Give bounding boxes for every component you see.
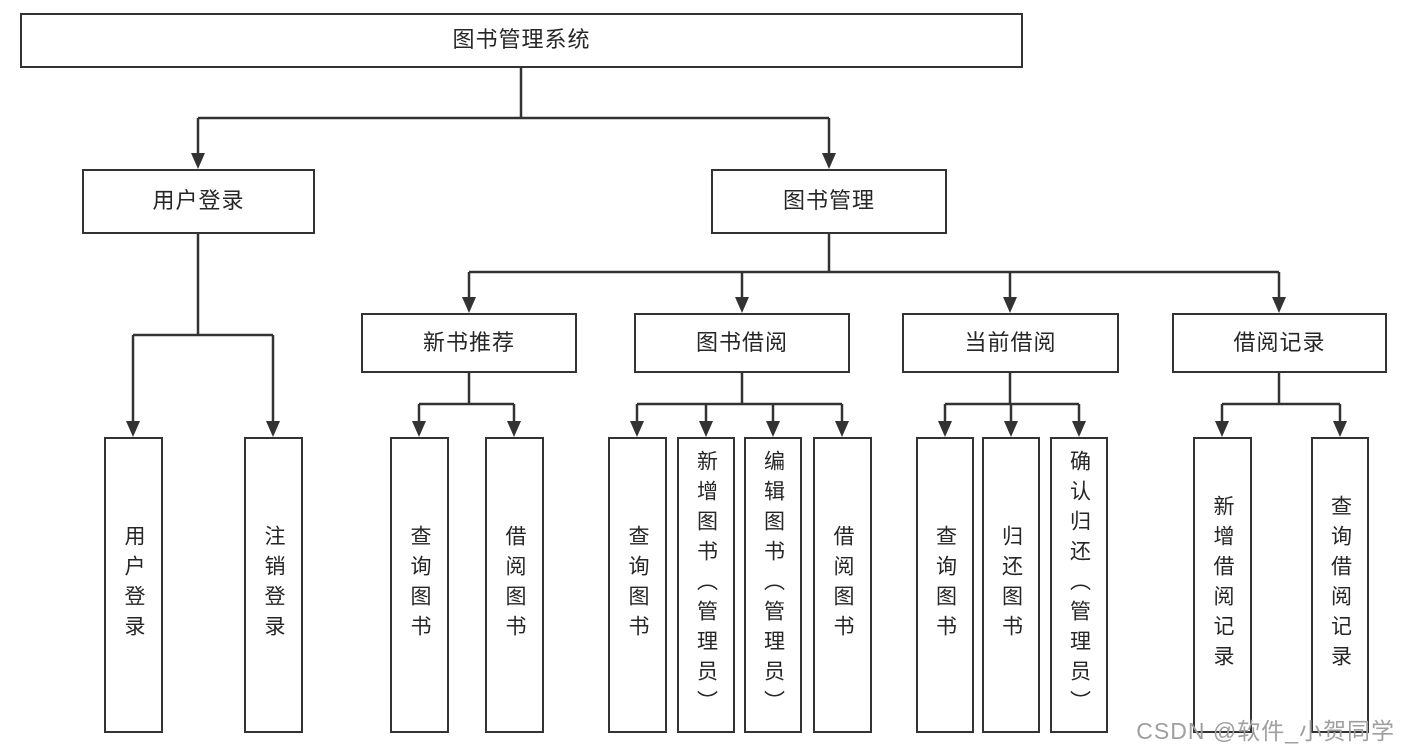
leaf-borrowing-query-books-label: 查询图书 [626, 525, 649, 645]
leaf-borrowing-borrow-books: 借阅图书 [813, 437, 872, 733]
leaf-recommend-borrow-books: 借阅图书 [485, 437, 544, 733]
node-user-login: 用户登录 [82, 169, 315, 234]
leaf-borrowing-add-books-admin: 新增图书（管理员） [677, 437, 735, 733]
leaf-current-query-books: 查询图书 [916, 437, 974, 733]
leaf-recommend-query-books-label: 查询图书 [408, 525, 431, 645]
leaf-user-login-label: 用户登录 [122, 525, 145, 645]
leaf-records-query-borrow-record-label: 查询借阅记录 [1328, 495, 1352, 675]
node-library-management-system-label: 图书管理系统 [452, 27, 591, 53]
connector-lines [131, 68, 1342, 425]
leaf-records-add-borrow-record: 新增借阅记录 [1193, 437, 1252, 733]
node-user-login-label: 用户登录 [152, 188, 245, 214]
leaf-user-login: 用户登录 [104, 437, 163, 733]
leaf-current-return-books-label: 归还图书 [999, 525, 1023, 645]
leaf-logout-label: 注销登录 [262, 525, 285, 645]
node-current-borrowing: 当前借阅 [902, 313, 1119, 373]
leaf-borrowing-edit-books-admin: 编辑图书（管理员） [744, 437, 802, 733]
leaf-records-query-borrow-record: 查询借阅记录 [1311, 437, 1369, 733]
leaf-current-return-books: 归还图书 [982, 437, 1040, 733]
node-book-management: 图书管理 [711, 169, 947, 234]
leaf-logout: 注销登录 [244, 437, 303, 733]
leaf-recommend-query-books: 查询图书 [390, 437, 449, 733]
node-book-management-label: 图书管理 [782, 188, 875, 214]
node-borrowing-records-label: 借阅记录 [1233, 329, 1326, 355]
leaf-borrowing-query-books: 查询图书 [608, 437, 667, 733]
leaf-records-add-borrow-record-label: 新增借阅记录 [1211, 495, 1234, 675]
leaf-current-confirm-return-admin: 确认归还（管理员） [1050, 437, 1108, 733]
leaf-borrowing-borrow-books-label: 借阅图书 [831, 525, 854, 645]
leaf-current-query-books-label: 查询图书 [933, 525, 957, 645]
leaf-borrowing-add-books-admin-label: 新增图书（管理员） [694, 450, 718, 720]
node-new-book-recommend-label: 新书推荐 [422, 329, 515, 355]
leaf-recommend-borrow-books-label: 借阅图书 [503, 525, 526, 645]
leaf-current-confirm-return-admin-label: 确认归还（管理员） [1067, 450, 1091, 720]
node-new-book-recommend: 新书推荐 [361, 313, 577, 373]
node-book-borrowing: 图书借阅 [634, 313, 850, 373]
node-library-management-system: 图书管理系统 [20, 13, 1023, 68]
node-current-borrowing-label: 当前借阅 [964, 329, 1057, 355]
node-book-borrowing-label: 图书借阅 [695, 329, 788, 355]
node-borrowing-records: 借阅记录 [1172, 313, 1387, 373]
leaf-borrowing-edit-books-admin-label: 编辑图书（管理员） [761, 450, 785, 720]
csdn-watermark: CSDN @软件_小贺同学 [1136, 718, 1395, 744]
